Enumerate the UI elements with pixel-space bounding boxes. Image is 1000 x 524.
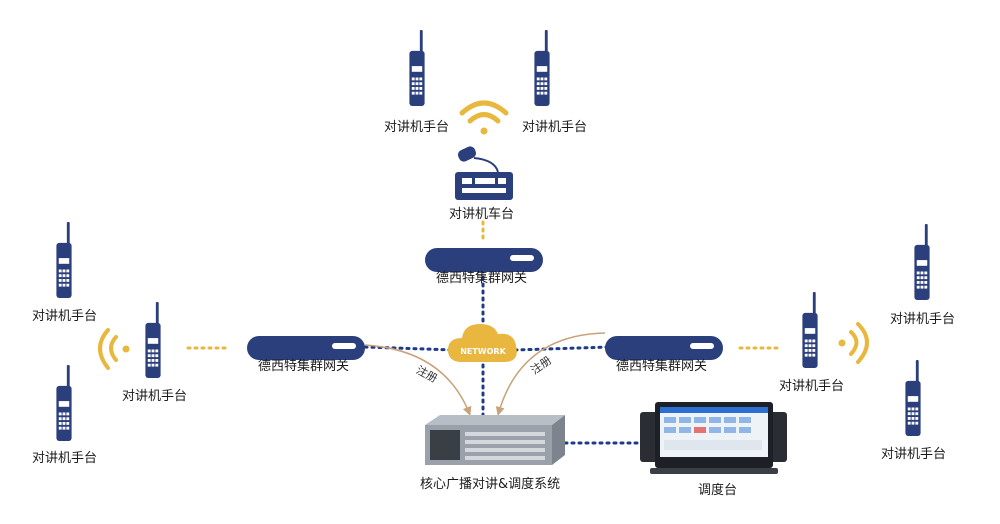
label-radio-top-left: 对讲机手台: [384, 120, 450, 135]
label-gateway-right: 德西特集群网关: [616, 359, 708, 374]
label-gateway-left: 德西特集群网关: [258, 359, 350, 374]
handheld-radio-icon: [145, 302, 161, 378]
vehicle-radio-icon: [455, 146, 513, 200]
handheld-radio-icon: [56, 365, 72, 441]
label-console: 调度台: [698, 483, 738, 498]
wifi-signal-icon: [459, 100, 509, 135]
gateway-icon: [425, 248, 543, 272]
handheld-radio-icon: [905, 360, 921, 436]
label-left-radio-2: 对讲机手台: [122, 389, 188, 404]
handheld-radio-icon: [56, 222, 72, 298]
server-icon: [425, 415, 565, 465]
register-arrow-left: [364, 344, 472, 416]
handheld-radio-icon: [534, 30, 550, 106]
gateway-icon: [247, 336, 365, 360]
label-gateway-top: 德西特集群网关: [436, 271, 528, 286]
label-left-radio-3: 对讲机手台: [32, 451, 98, 466]
wifi-signal-icon: [838, 322, 869, 364]
link-left-gateway-cloud: [363, 345, 457, 352]
radio-links: [186, 220, 784, 350]
link-right-gateway-cloud: [513, 345, 612, 352]
handheld-radio-icon: [802, 292, 818, 368]
console-icon: [640, 402, 787, 474]
label-vehicle-radio: 对讲机车台: [449, 207, 515, 222]
label-right-radio-2: 对讲机手台: [890, 312, 956, 327]
network-links: [363, 268, 642, 445]
handheld-radio-icon: [409, 30, 425, 106]
label-server: 核心广播对讲&调度系统: [420, 477, 561, 492]
label-right-radio-3: 对讲机手台: [881, 447, 947, 462]
handheld-radio-icon: [914, 224, 930, 300]
label-right-radio-1: 对讲机手台: [779, 379, 845, 394]
label-radio-top-right: 对讲机手台: [522, 120, 588, 135]
gateway-icon: [605, 336, 723, 360]
register-arrow-right: [495, 332, 606, 416]
network-cloud-icon: NETWORK: [448, 324, 517, 362]
register-arrows: [364, 332, 606, 416]
wifi-signal-icon: [98, 328, 130, 370]
cloud-label: NETWORK: [460, 347, 506, 356]
label-left-radio-1: 对讲机手台: [32, 309, 98, 324]
